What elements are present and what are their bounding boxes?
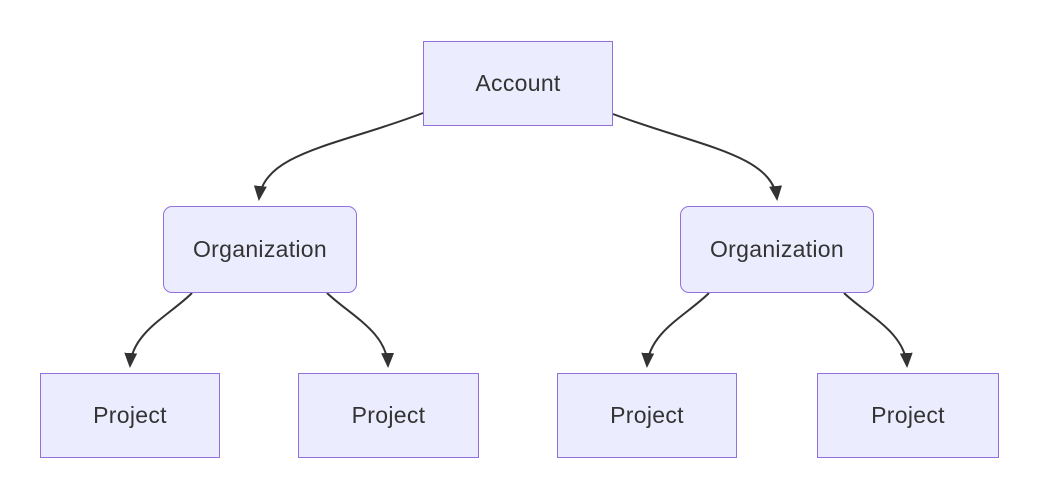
node-account: Account (423, 41, 613, 126)
edge-account-to-organization-right (612, 113, 783, 201)
node-project-1-label: Project (93, 402, 167, 428)
edge-account-to-organization-left (253, 112, 424, 201)
node-project-2-label: Project (351, 402, 426, 428)
node-project-4-label: Project (871, 402, 945, 428)
node-project-2: Project (298, 373, 479, 458)
node-project-3-label: Project (610, 402, 684, 428)
node-project-3: Project (557, 373, 737, 458)
edge-organization-right-to-project-3 (641, 292, 710, 368)
node-organization-left: Organization (163, 206, 357, 293)
node-project-4: Project (817, 373, 999, 458)
node-account-label: Account (475, 70, 561, 96)
node-organization-right-label: Organization (709, 236, 844, 262)
edge-organization-right-to-project-4 (843, 292, 913, 368)
edge-organization-left-to-project-2 (326, 292, 395, 368)
node-project-1: Project (40, 373, 220, 458)
node-organization-right: Organization (680, 206, 874, 293)
edge-organization-left-to-project-1 (124, 292, 193, 368)
node-organization-left-label: Organization (192, 236, 327, 262)
